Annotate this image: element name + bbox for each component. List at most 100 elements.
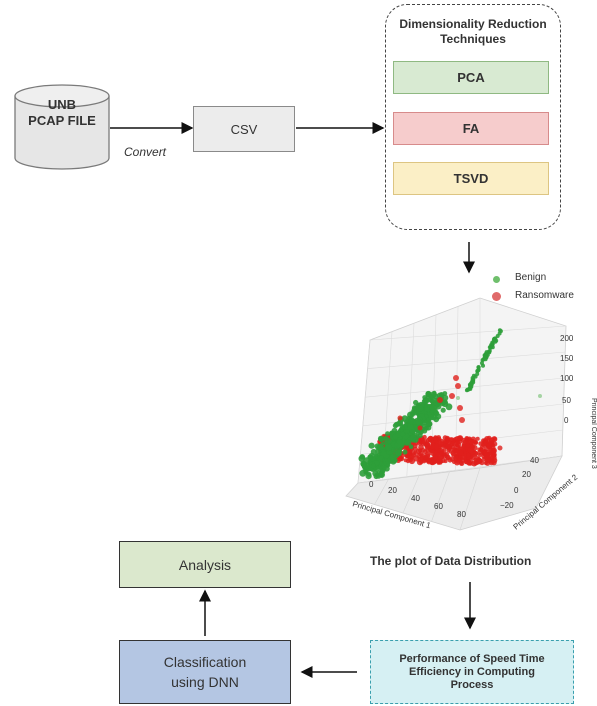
benign-point [396,439,403,445]
ransomware-point [422,459,427,464]
benign-point [471,373,476,378]
performance-box: Performance of Speed Time Efficiency in … [370,640,574,704]
ransomware-point [471,460,478,467]
grid-line [357,455,563,484]
ransomware-point [455,383,461,389]
benign-point [415,418,423,426]
benign-point [393,421,400,427]
ransomware-point [430,440,435,445]
ransomware-point [451,438,456,443]
x-tick-60: 60 [434,502,443,511]
benign-point [412,437,419,443]
ransomware-point [467,447,474,454]
benign-point [395,431,402,438]
ransomware-point [417,425,423,431]
benign-point [387,438,393,444]
grid-line [431,471,450,522]
x-tick-20: 20 [388,486,397,495]
z-tick-50: 50 [562,396,571,405]
y-tick-0: 0 [514,486,519,495]
benign-point [405,429,410,434]
benign-point [498,329,503,334]
ransomware-point [457,435,463,441]
convert-label: Convert [124,145,167,159]
benign-point [475,372,480,376]
benign-point [475,368,480,373]
ransomware-point [445,443,452,450]
ransomware-point [408,457,416,465]
ransomware-point [429,449,436,456]
benign-point [433,410,439,416]
benign-point [480,361,484,366]
performance-line3: Process [450,678,494,691]
ransomware-point [397,415,403,421]
benign-point [399,424,406,431]
benign-point [407,423,414,430]
benign-point [366,471,372,477]
pcap-label-line2: PCAP FILE [28,113,96,128]
legend-benign-marker [493,276,500,283]
benign-point [407,411,414,419]
benign-point [490,341,495,346]
grid-line [374,479,389,505]
grid-line [369,325,567,341]
ransomware-point [465,443,471,448]
ransomware-point [491,460,497,466]
grid-line [402,475,420,514]
benign-point [374,460,380,466]
benign-point [440,407,446,413]
legend-ransomware-marker [492,292,501,301]
benign-point [359,454,365,460]
grid-line [365,377,565,398]
benign-point [428,393,435,400]
benign-point [395,449,402,457]
benign-point [401,415,409,422]
ransomware-point [490,448,497,455]
ransomware-point [397,456,403,462]
ransomware-point [459,417,465,423]
ransomware-point [485,460,490,466]
analysis-box: Analysis [119,541,291,588]
benign-point [384,453,390,459]
technique-pca: PCA [393,61,549,94]
benign-point [371,463,376,469]
ransomware-point [429,445,434,450]
ransomware-point [477,458,483,464]
axis-z-label: Principal Component 3 [590,398,597,469]
benign-point [404,439,412,446]
ransomware-point [446,439,452,446]
y-tick-minus20: −20 [500,501,514,510]
ransomware-point [466,460,472,466]
ransomware-point [429,460,434,465]
z-tick-200: 200 [560,334,574,343]
benign-point [468,384,473,389]
benign-point [484,351,489,356]
reduction-title-line2: Techniques [440,32,506,46]
ransomware-point [427,458,432,463]
benign-point [422,424,428,429]
ransomware-point [492,441,498,447]
classification-line1: Classification [163,654,247,670]
x-tick-40: 40 [411,494,420,503]
z-tick-0: 0 [564,416,569,425]
benign-point [370,448,377,455]
classification-line2: using DNN [171,674,239,690]
benign-point [378,471,385,478]
grid-line [345,482,359,497]
ransomware-point [453,455,460,461]
ransomware-point [439,459,444,464]
benign-point [402,449,408,455]
performance-line1: Performance of Speed Time [399,652,545,665]
technique-fa: FA [393,112,549,145]
ransomware-point [491,436,498,443]
ransomware-point [497,445,503,451]
ransomware-point [486,443,492,449]
benign-point [367,454,373,460]
ransomware-point [442,435,448,441]
ransomware-point [457,446,463,451]
benign-point [385,444,393,452]
benign-point [379,455,384,461]
ransomware-point [437,397,443,403]
